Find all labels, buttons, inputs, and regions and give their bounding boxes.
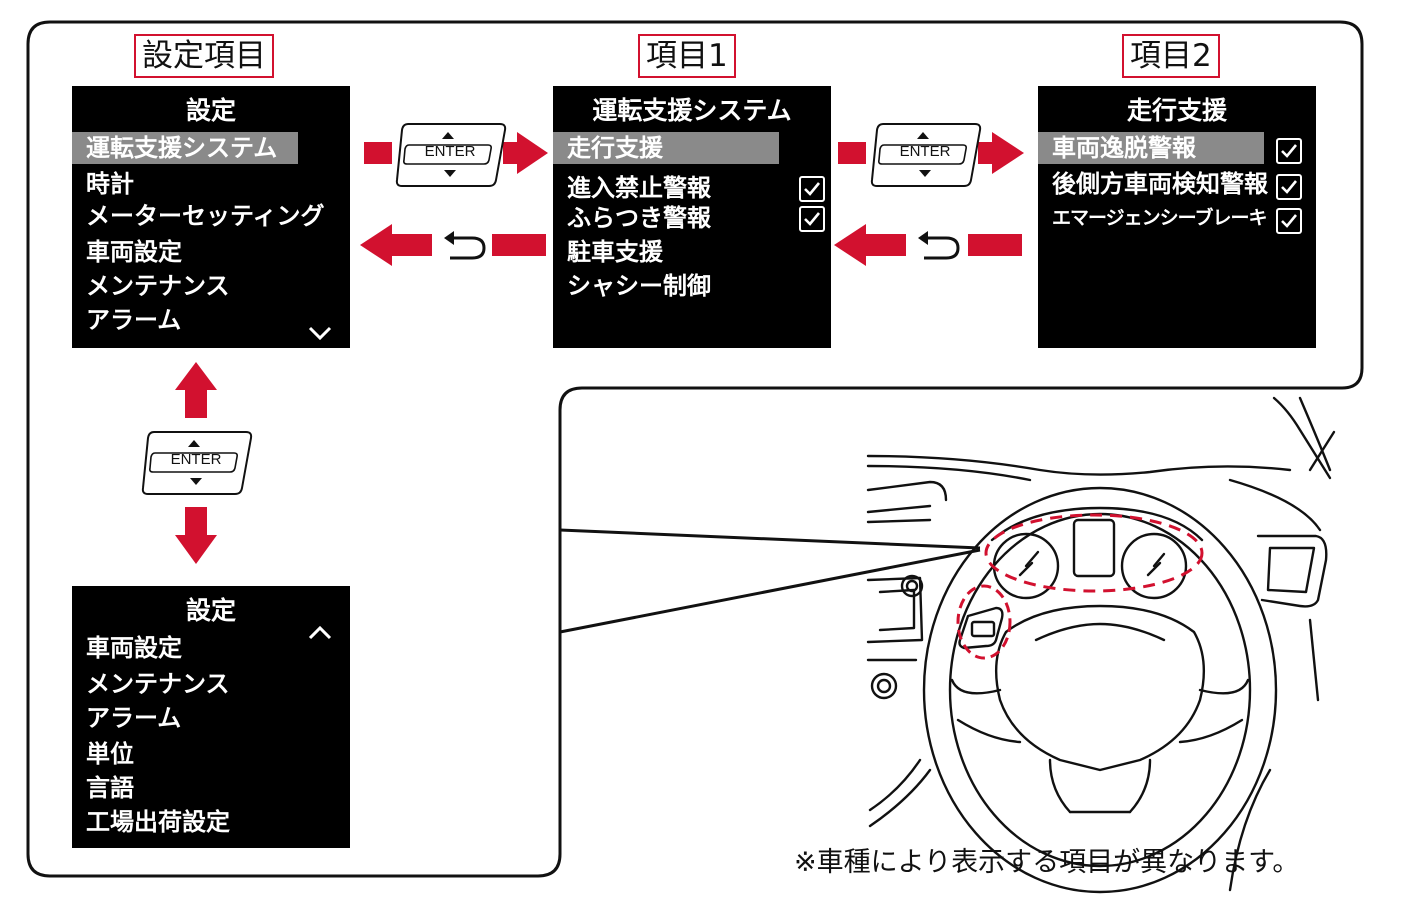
back-arrow-1 xyxy=(360,224,546,266)
item1-label: 項目1 xyxy=(638,34,736,78)
menu-item-chassis-control[interactable]: シャシー制御 xyxy=(567,272,711,300)
forward-arrow-2 xyxy=(838,132,1024,174)
return-arrow-icon xyxy=(444,231,486,260)
driving-support-screen: 運転支援システム 走行支援 進入禁止警報 ふらつき警報 駐車支援 シャシー制御 xyxy=(553,86,831,348)
down-arrow xyxy=(175,507,217,564)
up-arrow xyxy=(175,362,217,418)
footnote: ※車種により表示する項目が異なります。 xyxy=(794,847,1300,878)
screen-title: 設定 xyxy=(185,596,236,625)
steering-wheel-illustration xyxy=(866,396,1336,894)
frame-outline xyxy=(26,20,1364,878)
menu-item-vehicle-settings[interactable]: 車両設定 xyxy=(86,238,182,266)
menu-item-units[interactable]: 単位 xyxy=(86,740,134,768)
checkbox-checked-icon[interactable] xyxy=(1276,138,1302,164)
checkbox-checked-icon[interactable] xyxy=(1276,208,1302,234)
forward-arrow-1 xyxy=(364,132,548,174)
screen-title: 走行支援 xyxy=(1126,96,1227,125)
checkbox-checked-icon[interactable] xyxy=(799,176,825,202)
menu-item-meter-setting[interactable]: メーターセッティング xyxy=(86,202,325,230)
menu-item-no-entry-warning[interactable]: 進入禁止警報 xyxy=(567,174,711,202)
menu-item-maintenance[interactable]: メンテナンス xyxy=(86,272,230,300)
settings-screen-bottom: 設定 車両設定 メンテナンス アラーム 単位 言語 工場出荷設定 xyxy=(72,586,350,848)
screen-title: 設定 xyxy=(185,96,236,125)
return-arrow-icon xyxy=(918,231,960,260)
chevron-down-icon[interactable] xyxy=(308,326,332,340)
settings-screen-top: 設定 運転支援システム 時計 メーターセッティング 車両設定 メンテナンス アラ… xyxy=(72,86,350,348)
menu-item-lane-departure-warning[interactable]: 車両逸脱警報 xyxy=(1038,132,1264,164)
back-arrow-2 xyxy=(834,224,1022,266)
menu-item-clock[interactable]: 時計 xyxy=(86,170,134,198)
checkbox-checked-icon[interactable] xyxy=(1276,174,1302,200)
menu-item-maintenance[interactable]: メンテナンス xyxy=(86,670,230,698)
menu-item-factory-reset[interactable]: 工場出荷設定 xyxy=(86,808,230,836)
menu-item-alarm[interactable]: アラーム xyxy=(86,704,182,732)
item2-label: 項目2 xyxy=(1122,34,1220,78)
checkbox-checked-icon[interactable] xyxy=(799,206,825,232)
menu-item-emergency-brake[interactable]: エマージェンシーブレーキ xyxy=(1052,207,1267,229)
chevron-up-icon[interactable] xyxy=(308,626,332,640)
menu-item-driving-support[interactable]: 運転支援システム xyxy=(72,132,298,164)
settings-items-label: 設定項目 xyxy=(134,34,274,78)
menu-item-rear-side-detection[interactable]: 後側方車両検知警報 xyxy=(1052,170,1268,198)
switch-highlight xyxy=(956,584,1012,660)
enter-button-2-label[interactable]: ENTER xyxy=(899,143,951,160)
travel-support-screen: 走行支援 車両逸脱警報 後側方車両検知警報 エマージェンシーブレーキ xyxy=(1038,86,1316,348)
menu-item-travel-support[interactable]: 走行支援 xyxy=(553,132,779,164)
menu-item-vehicle-settings[interactable]: 車両設定 xyxy=(86,634,182,662)
screen-title: 運転支援システム xyxy=(592,96,792,125)
menu-item-alarm[interactable]: アラーム xyxy=(86,306,182,334)
enter-button-1-label[interactable]: ENTER xyxy=(424,143,476,160)
menu-item-language[interactable]: 言語 xyxy=(86,774,134,802)
meter-highlight xyxy=(984,513,1204,593)
enter-button-3-label[interactable]: ENTER xyxy=(170,451,222,468)
menu-item-drowsy-warning[interactable]: ふらつき警報 xyxy=(567,204,711,232)
menu-item-parking-support[interactable]: 駐車支援 xyxy=(567,238,663,266)
